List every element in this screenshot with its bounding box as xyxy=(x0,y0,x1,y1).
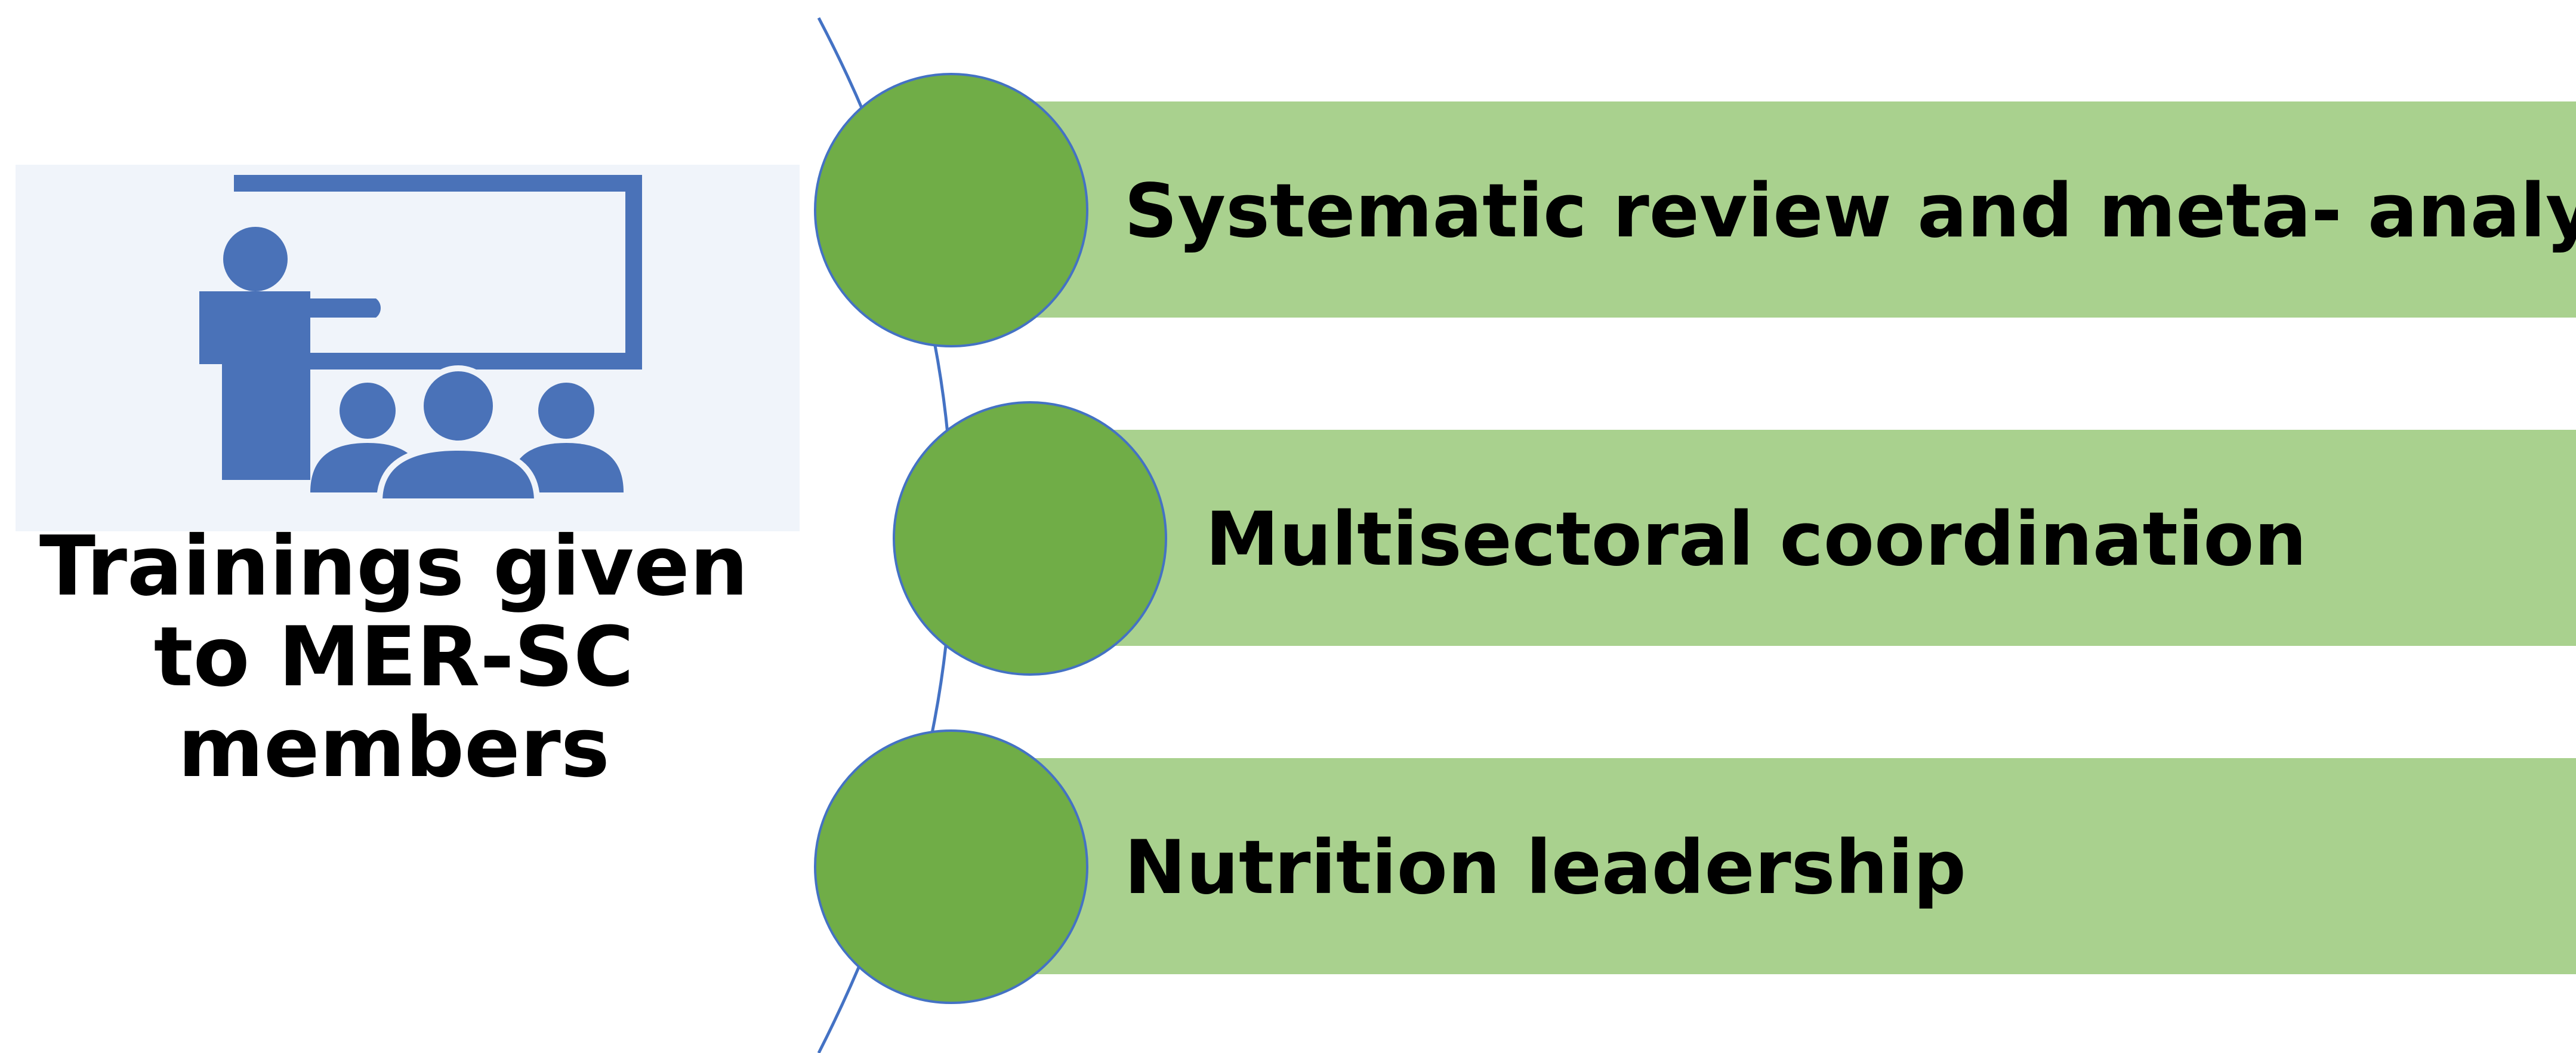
teacher-presentation-icon xyxy=(16,165,800,531)
item-label: Nutrition leadership xyxy=(1124,825,1966,911)
board-icon xyxy=(234,175,642,370)
item-circle xyxy=(814,729,1088,1004)
item-bar xyxy=(949,758,2576,974)
title-line-1: Trainings given xyxy=(39,518,748,614)
list-item: Systematic review and meta- analysis xyxy=(814,73,2576,347)
item-bar xyxy=(949,101,2576,318)
teacher-body-icon xyxy=(199,291,381,480)
item-label: Systematic review and meta- analysis xyxy=(1124,168,2576,254)
title-line-2: to MER-SC xyxy=(154,609,634,705)
item-label: Multisectoral coordination xyxy=(1205,497,2307,583)
item-bar xyxy=(1028,430,2576,646)
item-circle xyxy=(814,73,1088,347)
item-circle xyxy=(893,401,1167,676)
list-item: Nutrition leadership xyxy=(814,729,2576,1004)
title-line-3: members xyxy=(178,700,610,796)
diagram-title: Trainings given to MER-SC members xyxy=(39,518,748,796)
teacher-head-icon xyxy=(223,227,288,291)
audience-icon xyxy=(310,365,624,504)
list-item: Multisectoral coordination xyxy=(893,401,2576,676)
